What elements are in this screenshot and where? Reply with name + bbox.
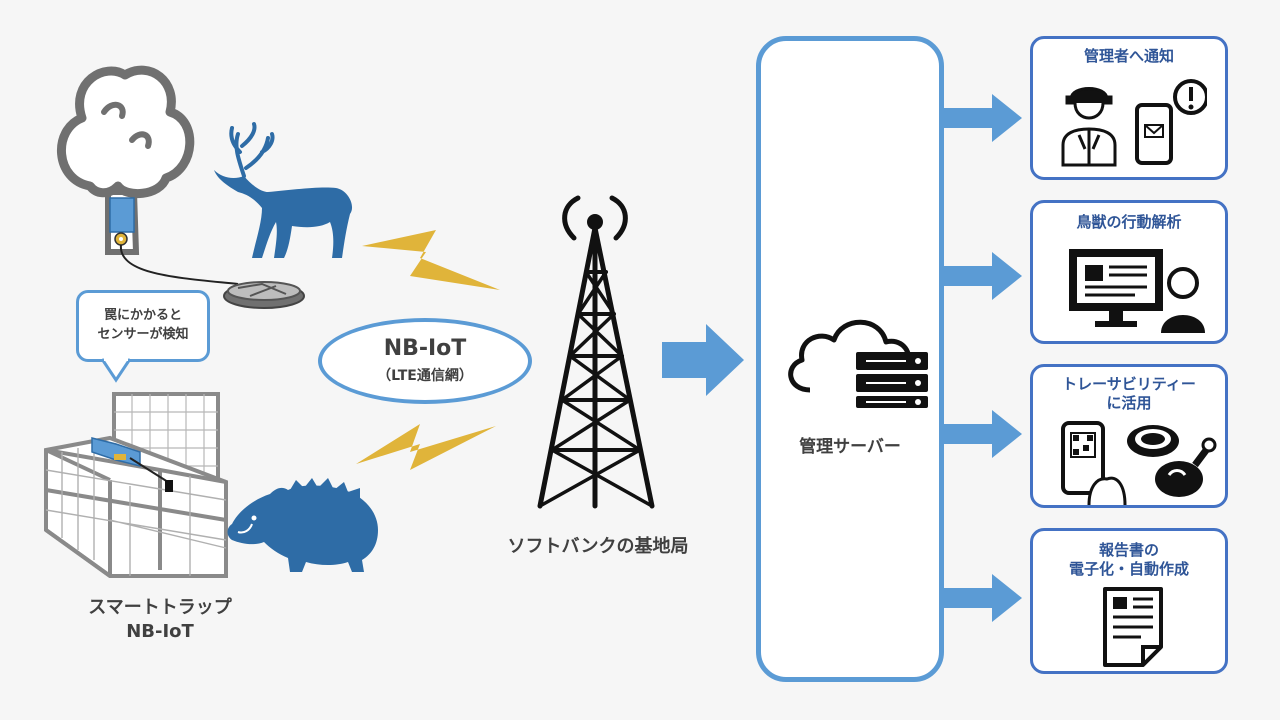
- output-box-report: 報告書の 電子化・自動作成: [1030, 528, 1228, 674]
- cage-trap-icon: [44, 392, 228, 578]
- output-box-notify: 管理者へ通知: [1030, 36, 1228, 180]
- admin-person-icon: [1061, 87, 1117, 167]
- phone-mail-icon: [1135, 79, 1207, 165]
- trap-caption-line-2: NB-IoT: [126, 621, 194, 643]
- traceability-illustration: [1061, 421, 1217, 505]
- output-title-report-line-1: 報告書の: [1098, 541, 1159, 559]
- server-caption: 管理サーバー: [799, 437, 901, 457]
- monitor-icon: [1069, 249, 1163, 327]
- output-title-analysis: 鳥獣の行動解析: [1076, 213, 1182, 231]
- output-title-report: 報告書の 電子化・自動作成: [1033, 541, 1225, 579]
- output-title-traceability-line-1: トレーサビリティー: [1062, 375, 1196, 393]
- sensor-callout: 罠にかかると センサーが検知: [76, 290, 210, 362]
- callout-line-2: センサーが検知: [97, 327, 189, 342]
- trap-sensor-icon: [91, 437, 173, 492]
- nbiot-ellipse: NB-IoT （LTE通信網）: [318, 318, 532, 404]
- output-title-traceability: トレーサビリティー に活用: [1033, 375, 1225, 413]
- output-title-notify: 管理者へ通知: [1083, 47, 1174, 65]
- output-arrows: [926, 94, 1022, 622]
- sensor-wire: [119, 244, 239, 285]
- trap-caption: スマートトラップ NB-IoT: [40, 596, 280, 645]
- output-title-report-line-2: 電子化・自動作成: [1068, 559, 1189, 578]
- document-icon: [1103, 587, 1163, 667]
- analysis-illustration: [1069, 249, 1205, 333]
- trap-caption-line-1: スマートトラップ: [88, 597, 232, 618]
- cloud-server-icon: [788, 319, 928, 408]
- lightning-icon: [356, 230, 500, 470]
- nbiot-subtitle: （LTE通信網）: [377, 367, 473, 384]
- user-icon: [1161, 267, 1205, 333]
- notify-illustration: [1061, 79, 1207, 167]
- nbiot-title: NB-IoT: [383, 336, 467, 362]
- output-title-traceability-line-2: に活用: [1106, 393, 1152, 412]
- arrow-tower-to-server: [662, 324, 744, 396]
- qr-phone-icon: [1061, 421, 1127, 505]
- output-box-traceability: トレーサビリティー に活用: [1030, 364, 1228, 508]
- tower-caption: ソフトバンクの基地局: [507, 536, 689, 557]
- meat-icon: [1127, 425, 1217, 497]
- output-box-analysis: 鳥獣の行動解析: [1030, 200, 1228, 344]
- deer-icon: [214, 122, 353, 258]
- boar-icon: [227, 478, 378, 572]
- sensor-icon: [109, 197, 135, 246]
- callout-line-1: 罠にかかると: [103, 308, 182, 324]
- tower-icon: [537, 195, 655, 509]
- leghold-trap-icon: [223, 281, 305, 309]
- callout-tail: [100, 358, 132, 383]
